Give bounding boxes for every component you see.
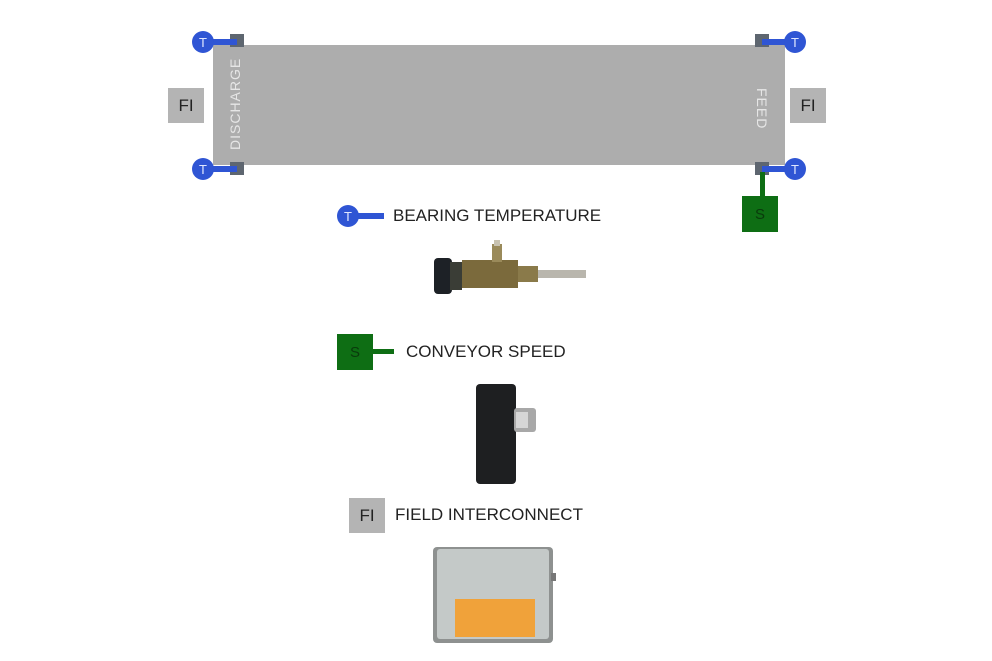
sensor-stem [205,166,237,172]
temperature-sensor-icon: T [192,158,214,180]
legend-speed-icon: S [337,334,373,370]
temperature-sensor-icon: T [192,31,214,53]
temperature-sensor-icon: T [784,158,806,180]
field-interconnect-left: FI [168,88,204,123]
sensor-stem [350,213,384,219]
temperature-sensor-icon: T [784,31,806,53]
legend-bearing-temperature: BEARING TEMPERATURE [393,206,602,225]
legend-temperature-icon: T [337,205,359,227]
bearing-temperature-sensor-photo [434,240,586,294]
sensor-stem [372,349,394,354]
conveyor-speed-sensor-photo [476,384,536,484]
feed-label: FEED [754,88,770,130]
sensor-stem [760,172,765,196]
legend-interconnect-icon: FI [349,498,385,533]
sensor-stem [762,39,794,45]
speed-sensor-icon: S [742,196,778,232]
conveyor-belt [213,45,785,165]
sensor-stem [762,166,794,172]
legend-field-interconnect: FIELD INTERCONNECT [395,505,583,524]
sensor-stem [205,39,237,45]
field-interconnect-right: FI [790,88,826,123]
field-interconnect-box-photo [433,547,556,643]
legend-conveyor-speed: CONVEYOR SPEED [406,342,566,361]
discharge-label: DISCHARGE [227,57,243,150]
